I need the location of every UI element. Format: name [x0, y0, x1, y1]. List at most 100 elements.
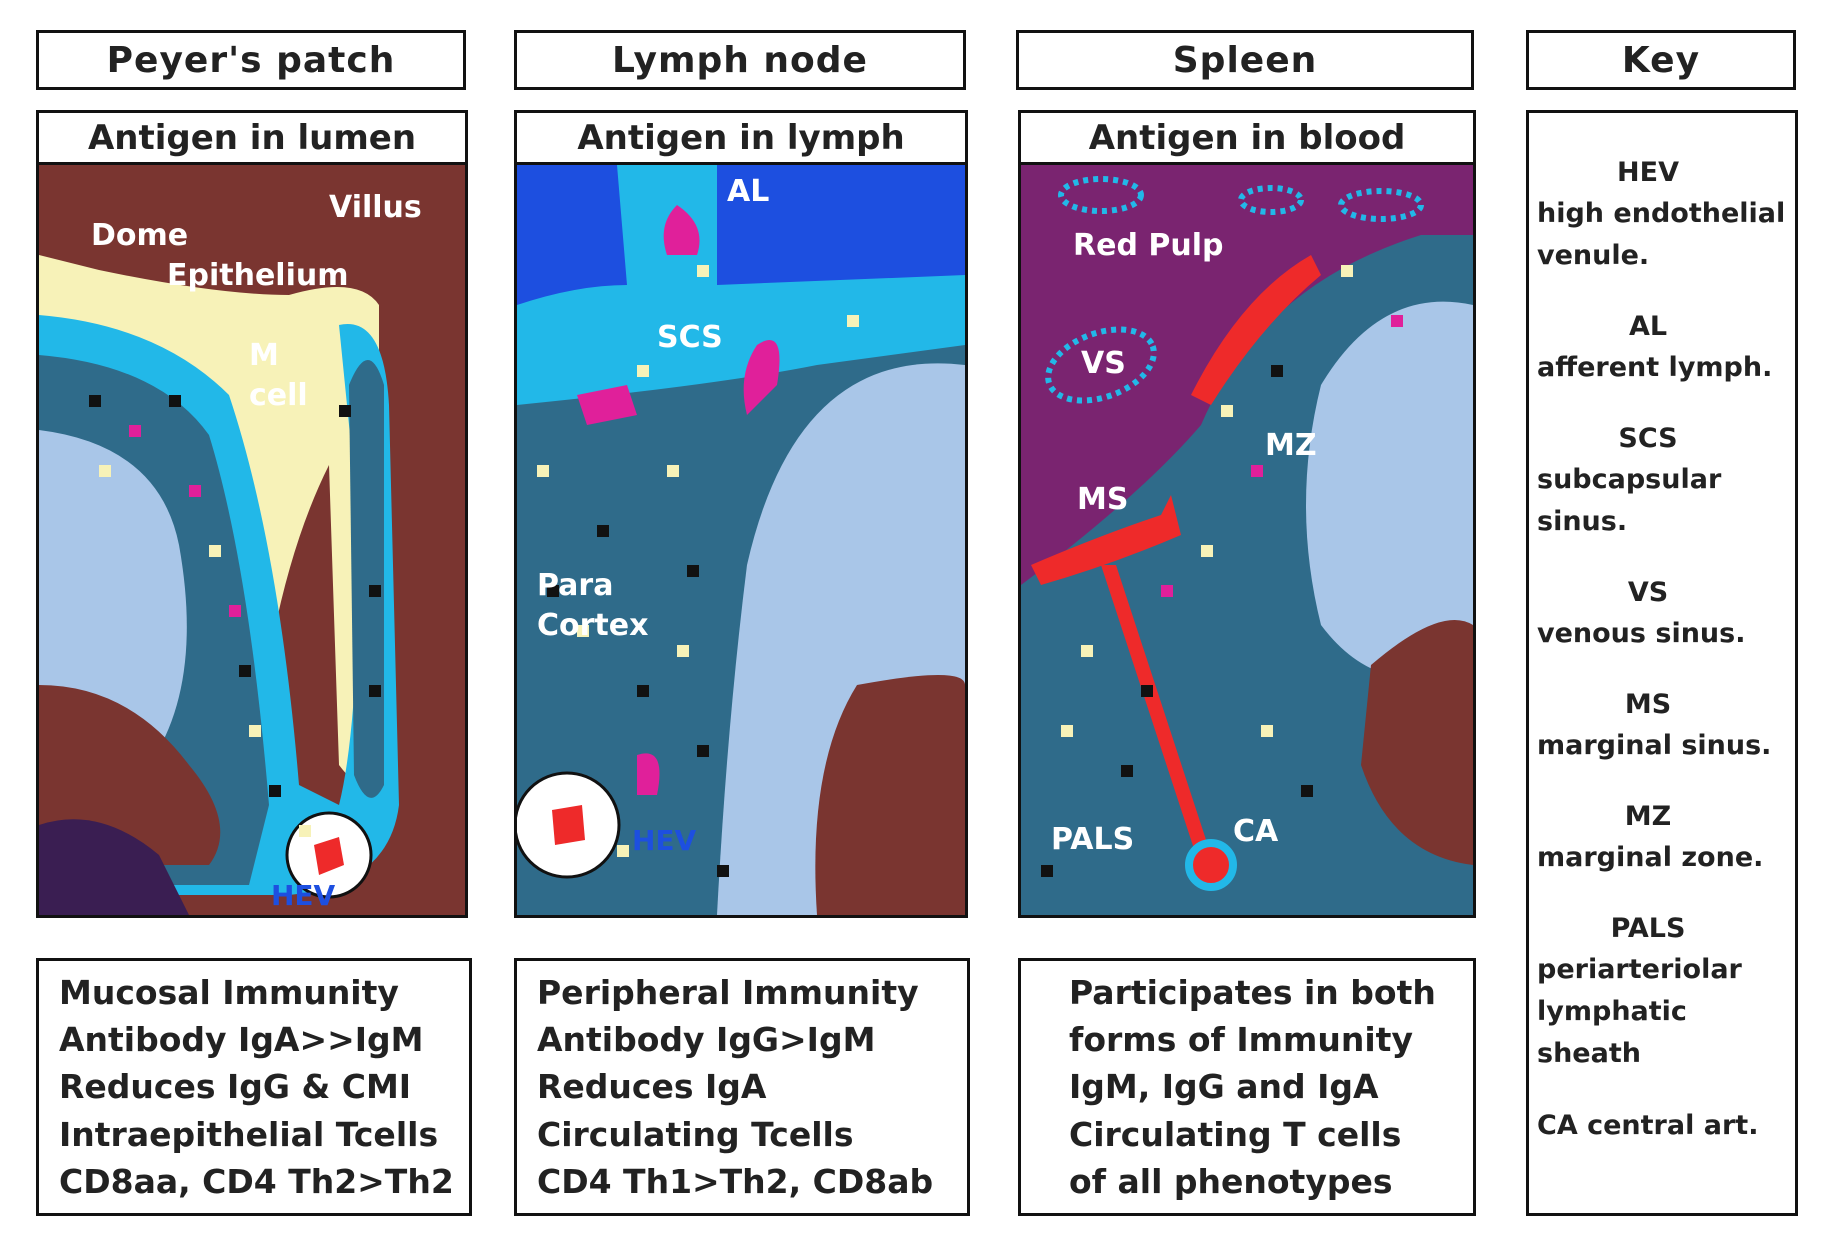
key-def: periarteriolar lymphatic sheath	[1537, 954, 1742, 1069]
peyers-label-m: M	[249, 338, 279, 373]
spleen-marginal-sinus	[1031, 495, 1181, 585]
peyers-desc-line: Reduces IgG & CMI	[59, 1067, 412, 1107]
lymph-desc-line: Reduces IgA	[537, 1067, 767, 1107]
key-def: marginal zone.	[1537, 842, 1764, 873]
spleen-cells	[1041, 265, 1403, 877]
lymph-label-cortex: Cortex	[537, 608, 648, 643]
key-entry-scs: SCS subcapsular sinus.	[1537, 419, 1789, 543]
header-lymph-node: Lymph node	[514, 30, 966, 90]
key-entry-pals: PALS periarteriolar lymphatic sheath	[1537, 909, 1789, 1075]
peyers-description: Mucosal Immunity Antibody IgA>>IgM Reduc…	[36, 958, 472, 1216]
peyers-label-cell: cell	[249, 378, 308, 413]
spleen-illustration: Red Pulp VS MZ MS PALS CA	[1021, 165, 1473, 915]
spleen-label-mz: MZ	[1265, 428, 1317, 463]
peyers-patch-panel: Antigen in lumen Dome Epithelium	[36, 110, 468, 918]
lymph-desc-line: Circulating Tcells	[537, 1114, 854, 1154]
peyers-label-dome: Dome	[91, 218, 188, 253]
lymph-hev-1	[577, 385, 637, 425]
key-abbr: AL	[1628, 311, 1668, 342]
peyers-label-epithelium: Epithelium	[167, 258, 348, 293]
key-abbr: VS	[1627, 577, 1669, 608]
lymph-desc-line: Peripheral Immunity	[537, 973, 919, 1013]
key-def: CA central art.	[1537, 1110, 1759, 1141]
spleen-marginal-sinus-upper	[1191, 255, 1321, 405]
lymph-al-vessel	[663, 205, 700, 255]
lymph-hev-2	[743, 340, 780, 415]
peyers-cells	[89, 395, 381, 837]
spleen-follicle-2	[1361, 620, 1473, 865]
spleen-svg: Red Pulp VS MZ MS PALS CA	[1021, 165, 1473, 915]
lymph-illustration: AL SCS Para Cortex HEV	[517, 165, 965, 915]
peyers-subtitle-text: Antigen in lumen	[87, 117, 417, 158]
spleen-label-ca: CA	[1233, 814, 1279, 849]
peyers-villus-core	[349, 360, 384, 798]
key-entry-ca: CA central art.	[1537, 1105, 1789, 1147]
spleen-desc-line: Circulating T cells	[1069, 1114, 1402, 1154]
spleen-label-vs: VS	[1081, 346, 1126, 381]
lymph-svg: AL SCS Para Cortex HEV	[517, 165, 965, 915]
peyers-label-villus: Villus	[329, 190, 422, 225]
lymph-subtitle: Antigen in lymph	[517, 113, 965, 165]
spleen-central-artery	[1185, 839, 1237, 891]
spleen-venous-sinuses	[1045, 176, 1424, 404]
peyers-dark-region	[39, 819, 189, 915]
lymph-hev-lumen	[552, 805, 585, 845]
spleen-desc-line: of all phenotypes	[1069, 1161, 1393, 1201]
lymph-desc-line: Antibody IgG>IgM	[537, 1020, 876, 1060]
spleen-subtitle: Antigen in blood	[1021, 113, 1473, 165]
key-abbr: PALS	[1610, 913, 1686, 944]
header-key: Key	[1526, 30, 1796, 90]
key-abbr: HEV	[1617, 157, 1679, 188]
peyers-desc-line: CD8aa, CD4 Th2>Th2	[59, 1161, 454, 1201]
key-abbr: MS	[1624, 689, 1672, 720]
peyers-illustration: Dome Epithelium Villus M cell HEV	[39, 165, 465, 915]
key-def: venous sinus.	[1537, 618, 1746, 649]
spleen-description: Participates in both forms of Immunity I…	[1018, 958, 1476, 1216]
lymph-hev-3	[637, 753, 660, 795]
lymph-cells	[537, 265, 859, 877]
lymph-label-scs: SCS	[657, 320, 723, 355]
spleen-label-red-pulp: Red Pulp	[1073, 228, 1223, 263]
lymph-label-para: Para	[537, 568, 613, 603]
spleen-label-pals: PALS	[1051, 822, 1134, 857]
key-def: high endothelial venule.	[1537, 198, 1786, 271]
spleen-desc-line: IgM, IgG and IgA	[1069, 1067, 1379, 1107]
peyers-hev-lumen	[314, 837, 344, 875]
key-abbr: SCS	[1618, 423, 1678, 454]
lymph-label-hev: HEV	[632, 824, 697, 857]
key-entry-vs: VS venous sinus.	[1537, 573, 1789, 655]
spleen-subtitle-text: Antigen in blood	[1088, 117, 1406, 158]
peyers-desc-line: Mucosal Immunity	[59, 973, 399, 1013]
spleen-follicle	[1306, 301, 1473, 679]
header-lymph-label: Lymph node	[612, 39, 868, 81]
header-spleen-label: Spleen	[1172, 39, 1318, 81]
header-spleen: Spleen	[1016, 30, 1474, 90]
lymph-node-panel: Antigen in lymph AL SCS	[514, 110, 968, 918]
header-key-label: Key	[1621, 39, 1701, 81]
spleen-label-ms: MS	[1077, 482, 1128, 517]
peyers-subtitle: Antigen in lumen	[39, 113, 465, 165]
spleen-desc-line: Participates in both	[1069, 973, 1436, 1013]
spleen-desc-line: forms of Immunity	[1069, 1020, 1413, 1060]
lymph-desc-line: CD4 Th1>Th2, CD8ab	[537, 1161, 934, 1201]
peyers-desc-line: Intraepithelial Tcells	[59, 1114, 439, 1154]
peyers-label-hev: HEV	[271, 879, 336, 912]
header-peyers-label: Peyer's patch	[106, 39, 396, 81]
lymph-subtitle-text: Antigen in lymph	[577, 117, 905, 158]
key-def: marginal sinus.	[1537, 730, 1772, 761]
spleen-panel: Antigen in blood	[1018, 110, 1476, 918]
key-abbr: MZ	[1624, 801, 1672, 832]
peyers-svg: Dome Epithelium Villus M cell HEV	[39, 165, 465, 915]
lymph-medulla	[815, 675, 965, 915]
header-peyers-patch: Peyer's patch	[36, 30, 466, 90]
key-entry-ms: MS marginal sinus.	[1537, 685, 1789, 767]
key-def: subcapsular sinus.	[1537, 464, 1722, 537]
lymph-description: Peripheral Immunity Antibody IgG>IgM Red…	[514, 958, 970, 1216]
peyers-desc-line: Antibody IgA>>IgM	[59, 1020, 424, 1060]
key-entry-mz: MZ marginal zone.	[1537, 797, 1789, 879]
lymph-label-al: AL	[727, 174, 769, 209]
spleen-central-arteriole	[1101, 565, 1211, 855]
key-entry-hev: HEV high endothelial venule.	[1537, 153, 1789, 277]
